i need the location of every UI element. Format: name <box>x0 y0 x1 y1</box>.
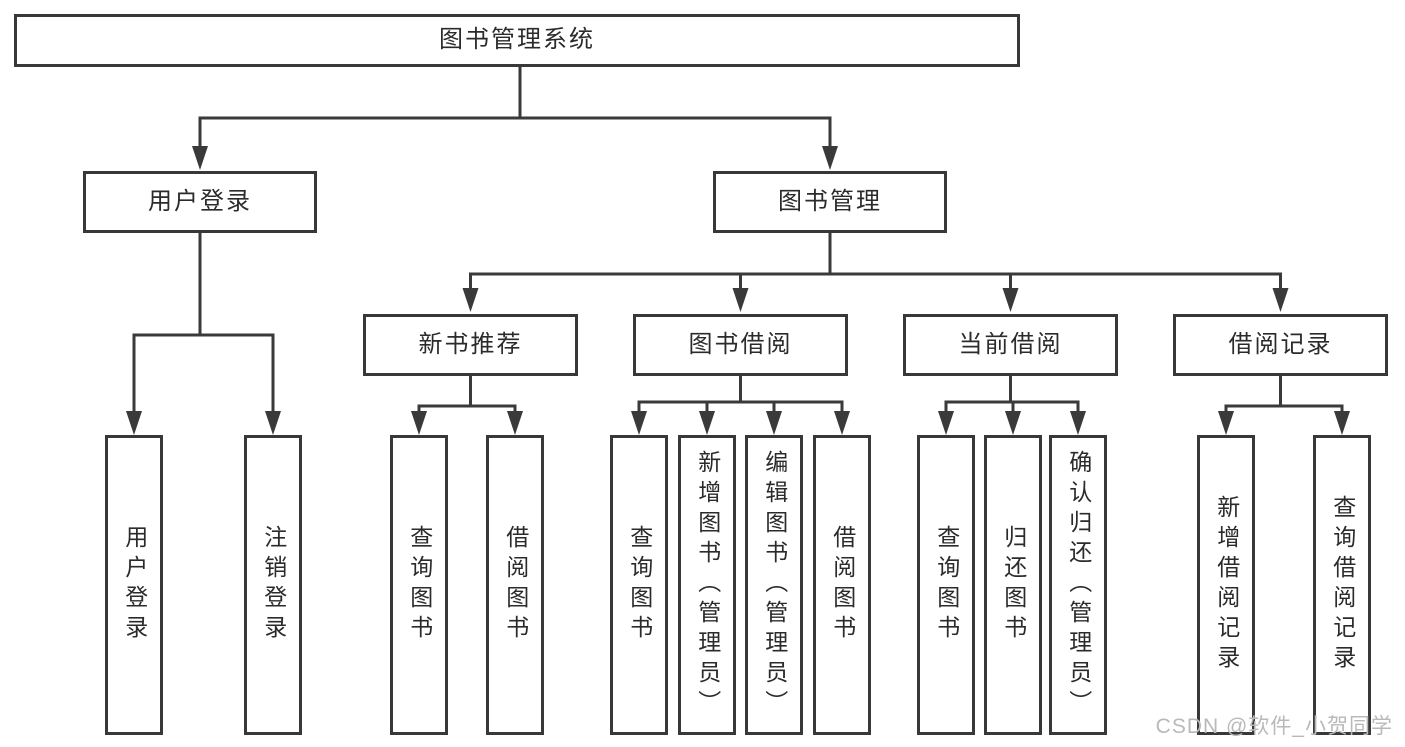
node-book-borrowing: 图书借阅 <box>633 314 848 376</box>
node-leaf-user-login: 用户登录 <box>105 435 163 735</box>
csdn-watermark: CSDN @软件_小贺同学 <box>1155 715 1393 738</box>
node-cb-return-books: 归还图书 <box>984 435 1042 735</box>
node-bb-add-books-admin: 新增图书（管理员） <box>678 435 736 735</box>
node-borrowing-records: 借阅记录 <box>1173 314 1388 376</box>
node-br-query-record: 查询借阅记录 <box>1313 435 1371 735</box>
node-user-login: 用户登录 <box>83 171 317 233</box>
node-rec-borrow-books: 借阅图书 <box>486 435 544 735</box>
node-leaf-logout: 注销登录 <box>244 435 302 735</box>
node-bb-borrow-books: 借阅图书 <box>813 435 871 735</box>
node-rec-query-books: 查询图书 <box>390 435 448 735</box>
node-br-add-record: 新增借阅记录 <box>1197 435 1255 735</box>
node-cb-query-books: 查询图书 <box>917 435 975 735</box>
node-cb-confirm-return-admin: 确认归还（管理员） <box>1049 435 1107 735</box>
node-bb-edit-books-admin: 编辑图书（管理员） <box>745 435 803 735</box>
node-book-management: 图书管理 <box>713 171 947 233</box>
node-bb-query-books: 查询图书 <box>610 435 668 735</box>
node-current-borrowing: 当前借阅 <box>903 314 1118 376</box>
node-library-system: 图书管理系统 <box>14 14 1020 67</box>
node-new-book-recommend: 新书推荐 <box>363 314 578 376</box>
